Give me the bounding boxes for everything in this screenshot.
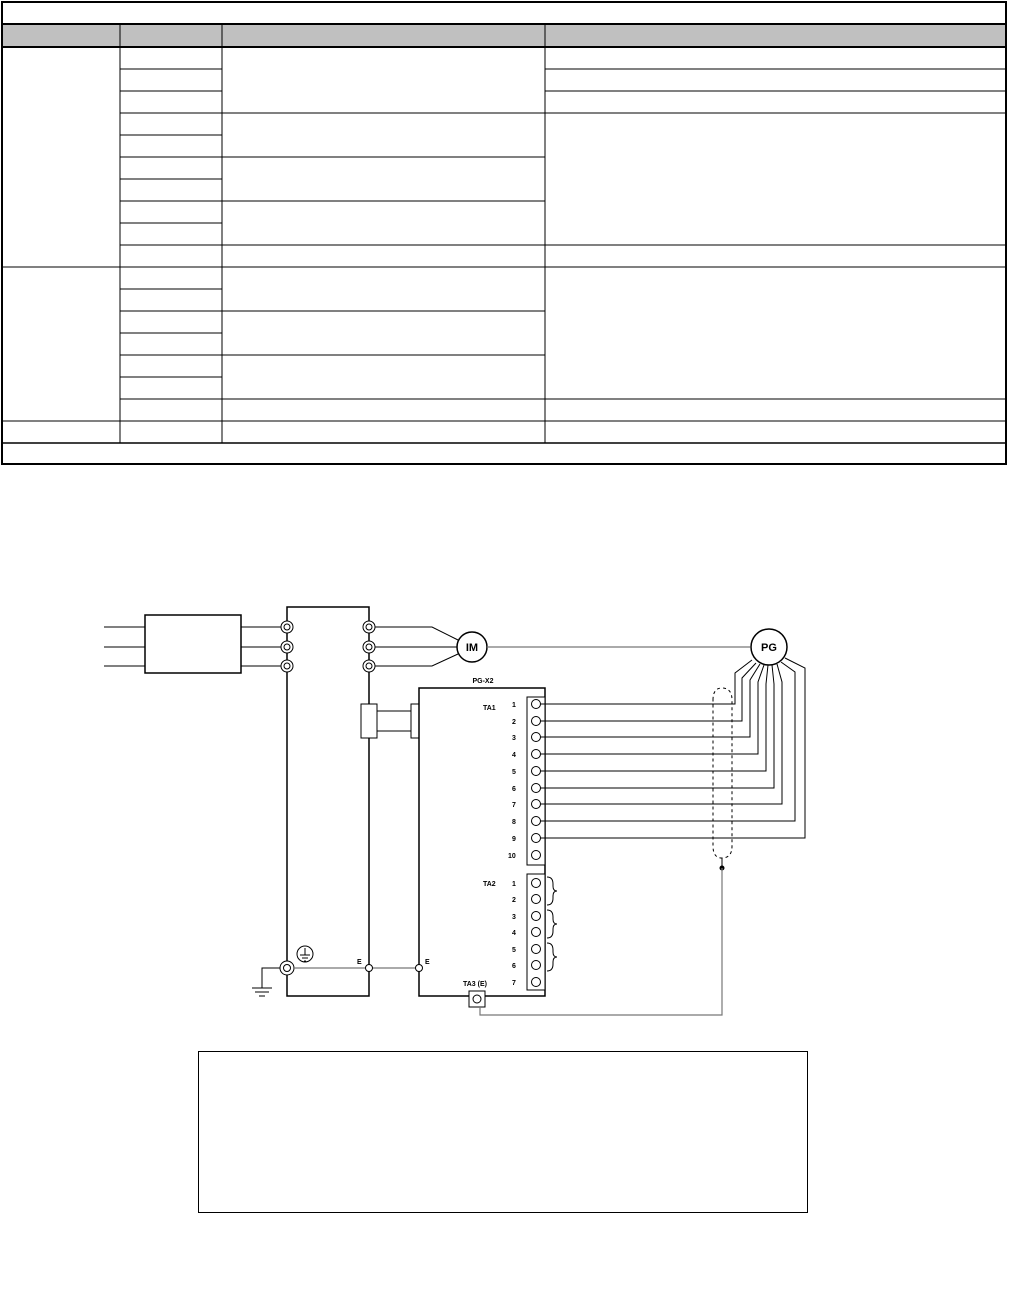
terminal-ta3: TA3 (E): [463, 981, 487, 1008]
ta2-brace: [546, 942, 558, 972]
ta1-pin-label: 9: [512, 836, 516, 843]
ta2-pin-label: 5: [512, 947, 516, 954]
ta1-pin-label: 8: [512, 819, 516, 826]
ta2-pin-label: 4: [512, 930, 516, 937]
power-input-lines: [104, 626, 145, 667]
breaker-box: [144, 614, 242, 674]
ta2-pin-label: 3: [512, 914, 516, 921]
motor-im: IM: [456, 631, 488, 663]
ta1-pin-label: 10: [508, 853, 516, 860]
ta1-pin-label: 7: [512, 802, 516, 809]
cable-shield: [479, 687, 733, 1016]
ta2-pin-label: 1: [512, 881, 516, 888]
ta1-label: TA1: [483, 705, 496, 712]
drive-output-terminals: [362, 620, 376, 673]
card-label: PG-X2: [472, 678, 493, 685]
ta2-label: TA2: [483, 881, 496, 888]
ta2-brace: [546, 909, 558, 939]
encoder-pg: PG: [750, 628, 788, 666]
drive-ground-label: E: [357, 959, 362, 966]
motor-label: IM: [466, 642, 478, 654]
inverter-box: [286, 606, 370, 997]
drive-input-terminals: [280, 620, 294, 673]
ground-wiring: E E: [252, 959, 430, 997]
ta1-pin-label: 5: [512, 769, 516, 776]
terminal-block-ta2: TA2 1 2 3 4 5 6 7: [483, 873, 558, 991]
ta1-pin-label: 3: [512, 735, 516, 742]
note-box: [198, 1051, 808, 1213]
card-ground-label: E: [425, 959, 430, 966]
motor-power-lines: [375, 626, 459, 667]
encoder-label: PG: [761, 642, 777, 654]
ta2-pin-label: 6: [512, 963, 516, 970]
ta1-pin-label: 1: [512, 702, 516, 709]
ta3-label: TA3 (E): [463, 981, 487, 988]
ta1-pin-label: 2: [512, 719, 516, 726]
encoder-signal-wires: [540, 657, 806, 839]
table-grid: [1, 1, 1007, 465]
pg-x2-card: [418, 687, 546, 997]
ta2-pin-label: 2: [512, 897, 516, 904]
ta2-pin-label: 7: [512, 980, 516, 987]
breaker-output-lines: [241, 626, 287, 667]
earth-ground-icon: [296, 945, 314, 963]
ta2-brace: [546, 876, 558, 906]
specification-table: [1, 1, 1007, 465]
ta1-pin-label: 4: [512, 752, 516, 759]
ta1-pin-label: 6: [512, 786, 516, 793]
table-header-row: [2, 24, 1006, 47]
terminal-block-ta1: TA1 1 2 3 4 5 6 7 8 9 10: [483, 696, 546, 866]
